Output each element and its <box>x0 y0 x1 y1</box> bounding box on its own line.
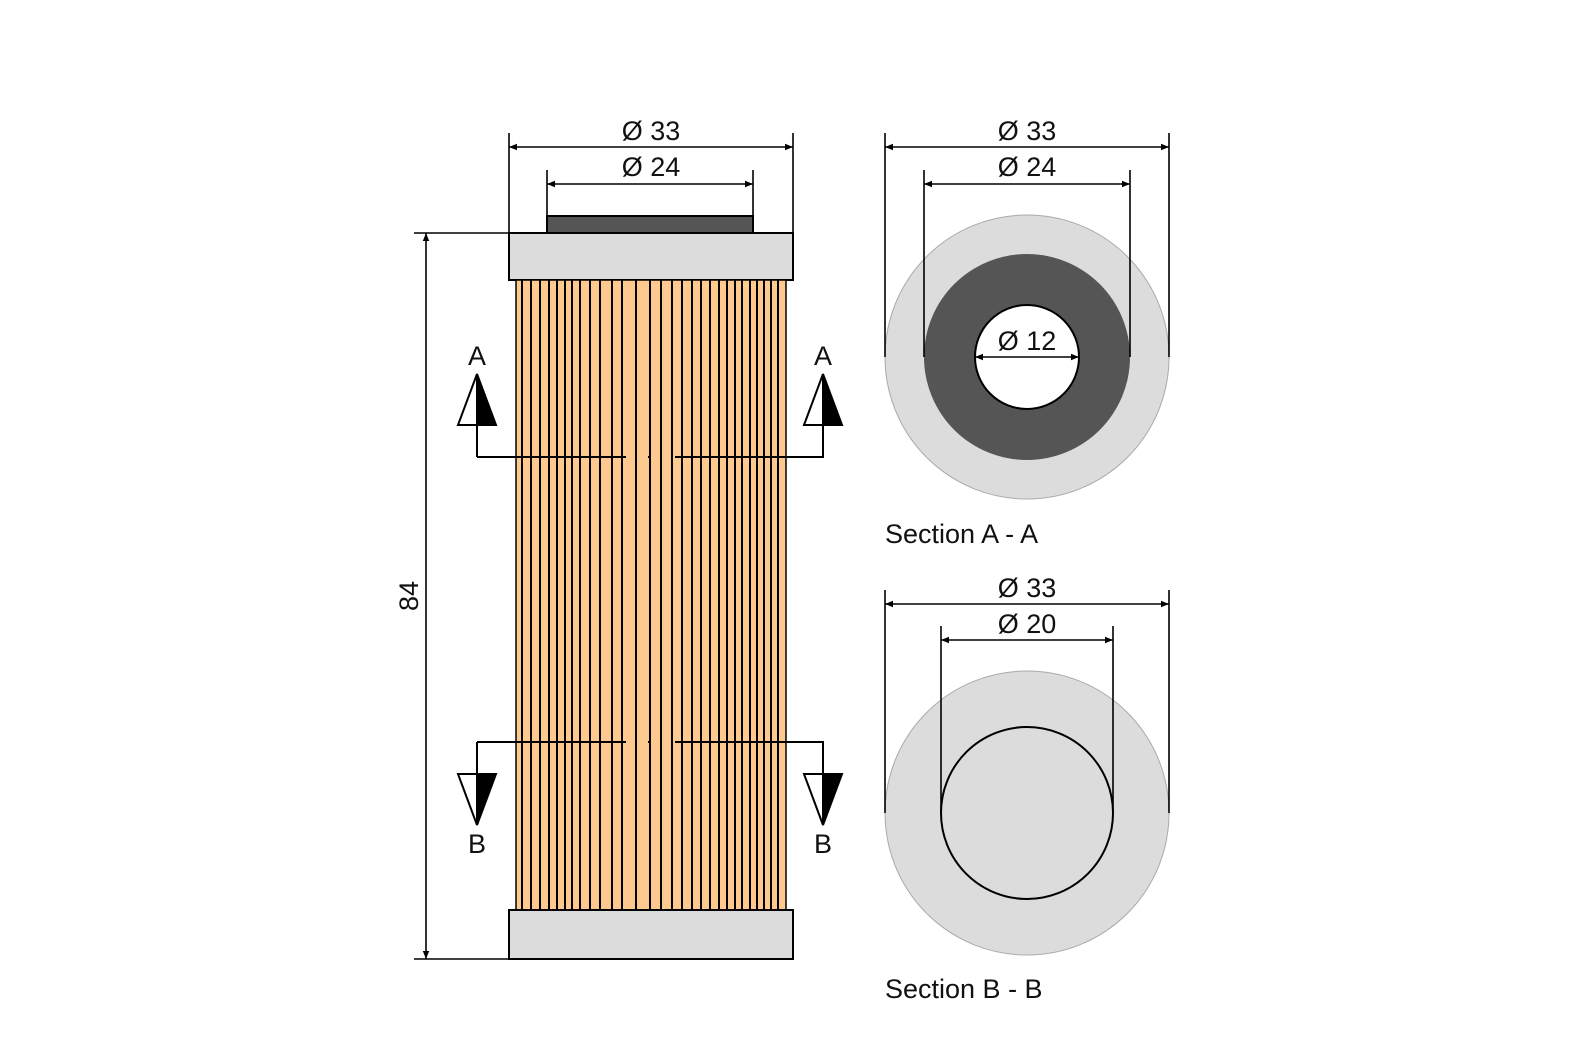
section-a-arrow-right <box>802 373 824 426</box>
top-seal <box>546 215 754 234</box>
pleat-lines <box>521 280 779 910</box>
svg-text:Ø 24: Ø 24 <box>998 152 1057 182</box>
bottom-end-cap <box>508 909 794 960</box>
svg-text:Ø 33: Ø 33 <box>998 116 1057 146</box>
svg-text:Ø 33: Ø 33 <box>998 573 1057 603</box>
section-b-label-right: B <box>814 829 832 859</box>
section-a-dimension-bore: Ø 12 <box>975 326 1079 361</box>
svg-text:84: 84 <box>394 581 424 611</box>
section-line-a: A A <box>456 341 844 458</box>
section-b-dimension-inner: Ø 20 <box>940 609 1114 813</box>
section-line-b: B B <box>456 741 844 859</box>
section-b-inner-circle <box>940 726 1114 900</box>
dimension-height: 84 <box>394 232 509 960</box>
section-b-label-left: B <box>468 829 486 859</box>
svg-text:Ø 24: Ø 24 <box>622 152 681 182</box>
section-a-caption: Section A - A <box>885 519 1038 549</box>
section-b-arrow-right <box>802 773 824 826</box>
svg-text:Ø 33: Ø 33 <box>622 116 681 146</box>
side-view: A A B B Ø 33 Ø 24 <box>394 116 844 960</box>
top-end-cap <box>508 232 794 281</box>
section-b-arrow-left <box>456 773 478 826</box>
section-a-label-left: A <box>468 341 486 371</box>
svg-text:Ø 20: Ø 20 <box>998 609 1057 639</box>
section-a-dimension-mid: Ø 24 <box>923 152 1131 357</box>
section-b-view: Ø 33 Ø 20 Section B - B <box>884 573 1170 1004</box>
section-b-caption: Section B - B <box>885 974 1043 1004</box>
section-a-arrow-left <box>456 373 478 426</box>
section-a-view: Ø 33 Ø 24 Ø 12 Section A - A <box>884 116 1170 549</box>
dimension-top-inner: Ø 24 <box>546 152 754 216</box>
dimension-top-outer: Ø 33 <box>508 116 794 233</box>
section-a-label-right: A <box>814 341 832 371</box>
section-b-dimension-outer: Ø 33 <box>884 573 1170 813</box>
svg-text:Ø 12: Ø 12 <box>998 326 1057 356</box>
section-a-dimension-outer: Ø 33 <box>884 116 1170 357</box>
